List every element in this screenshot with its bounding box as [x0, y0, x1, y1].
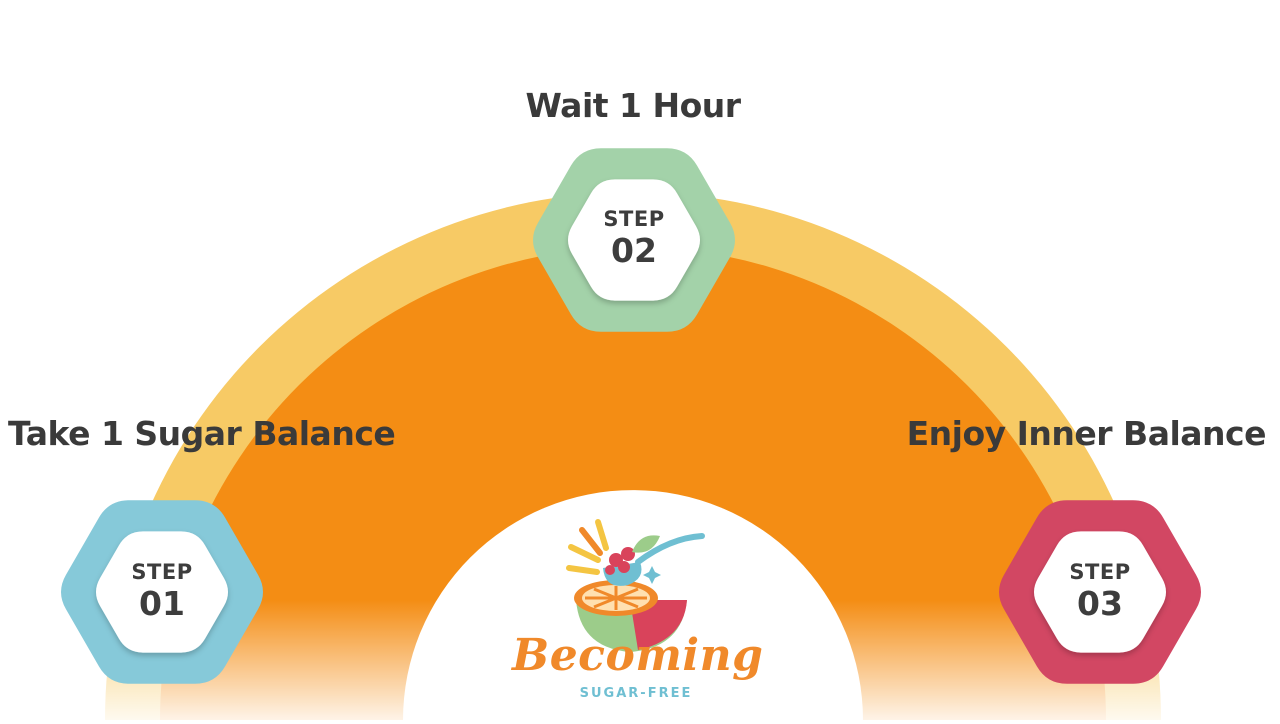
logo-wordmark: Becoming	[512, 630, 764, 681]
step-2-hexagon	[533, 148, 735, 332]
leaf-icon	[632, 535, 660, 553]
step-1-label: STEP 01	[102, 560, 222, 623]
bowl-logo-icon	[566, 519, 705, 652]
step-1-hexagon-inner	[96, 531, 228, 653]
step-2-label: STEP 02	[574, 207, 694, 270]
step-1-word: STEP	[131, 560, 193, 584]
step-3-number: 03	[1077, 584, 1123, 623]
step-1-hexagon	[61, 500, 263, 684]
step-3-word: STEP	[1069, 560, 1131, 584]
step-3-hexagon	[999, 500, 1201, 684]
step-2-hexagon-inner	[568, 179, 700, 301]
step-2-word: STEP	[603, 207, 665, 231]
step-2-title: Wait 1 Hour	[525, 86, 741, 125]
logo-subtitle: SUGAR-FREE	[579, 686, 693, 701]
sun-rays-icon	[566, 519, 609, 575]
sparkle-icon	[643, 566, 661, 584]
step-1-number: 01	[139, 584, 185, 623]
step-1-title: Take 1 Sugar Balance	[8, 414, 396, 453]
step-2-number: 02	[611, 231, 657, 270]
step-3-label: STEP 03	[1040, 560, 1160, 623]
step-3-title: Enjoy Inner Balance	[906, 414, 1267, 453]
step-3-hexagon-inner	[1034, 531, 1166, 653]
berries-icon	[605, 547, 635, 575]
